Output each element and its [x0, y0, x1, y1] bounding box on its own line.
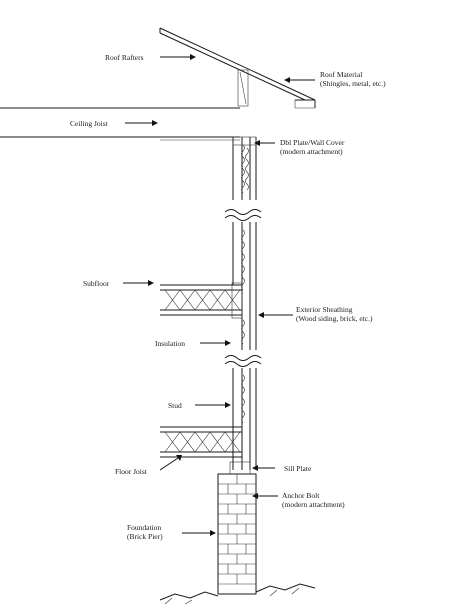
label-roof-material: Roof Material — [320, 70, 362, 79]
label-roof-material-note: (Shingles, metal, etc.) — [320, 79, 386, 88]
upper-floor-truss — [160, 282, 243, 319]
leader-arrows — [123, 54, 315, 536]
label-ceiling-joist: Ceiling Joist — [70, 119, 109, 128]
label-top-plate: Dbl Plate/Wall Cover — [280, 138, 345, 147]
ground-line — [159, 583, 316, 605]
label-anchor-bolt: Anchor Bolt — [282, 491, 320, 500]
label-exterior-sheathing-note: (Wood siding, brick, etc.) — [296, 314, 373, 323]
roof-assembly — [159, 27, 316, 109]
label-floor-joist: Floor Joist — [115, 467, 148, 476]
label-foundation-note: (Brick Pier) — [127, 532, 163, 541]
label-subfloor: Subfloor — [83, 279, 110, 288]
middle-wall — [224, 222, 262, 367]
lower-wall — [232, 368, 257, 470]
label-exterior-sheathing: Exterior Sheathing — [296, 305, 353, 314]
lower-floor-truss — [160, 426, 251, 475]
label-insulation: Insulation — [155, 339, 185, 348]
label-anchor-bolt-note: (modern attachment) — [282, 500, 345, 509]
label-sill-plate: Sill Plate — [284, 464, 312, 473]
brick-pier — [217, 473, 257, 595]
label-stud: Stud — [168, 401, 182, 410]
label-top-plate-note: (modern attachment) — [280, 147, 343, 156]
label-roof-rafters: Roof Rafters — [105, 53, 144, 62]
ceiling-joist-drawing — [0, 107, 240, 141]
label-foundation: Foundation — [127, 523, 161, 532]
upper-wall — [224, 136, 262, 221]
